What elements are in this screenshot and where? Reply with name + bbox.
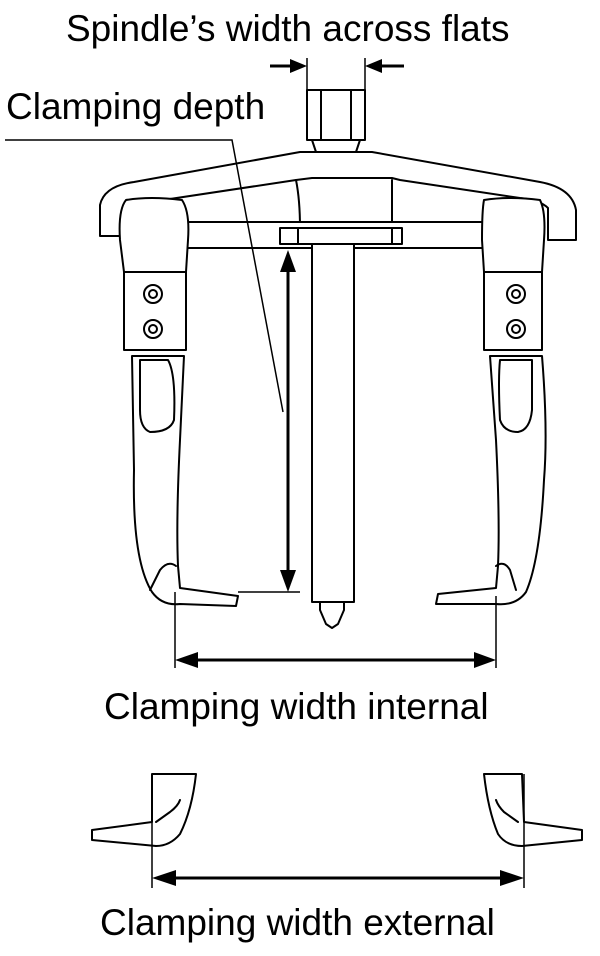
clamping-depth-dimension	[5, 139, 300, 593]
spindle-width-dimension	[270, 58, 404, 92]
width-internal-label: Clamping width internal	[104, 686, 489, 727]
width-external-label: Clamping width external	[100, 902, 495, 943]
right-arm	[435, 197, 547, 606]
external-jaws	[91, 773, 583, 847]
spindle-width-label: Spindle’s width across flats	[66, 8, 510, 49]
width-external-dimension	[151, 774, 525, 888]
clamping-depth-label: Clamping depth	[6, 86, 266, 127]
spindle-hex-nut	[306, 89, 366, 153]
left-arm	[118, 197, 239, 607]
width-internal-dimension	[174, 592, 497, 668]
spindle	[311, 243, 355, 629]
